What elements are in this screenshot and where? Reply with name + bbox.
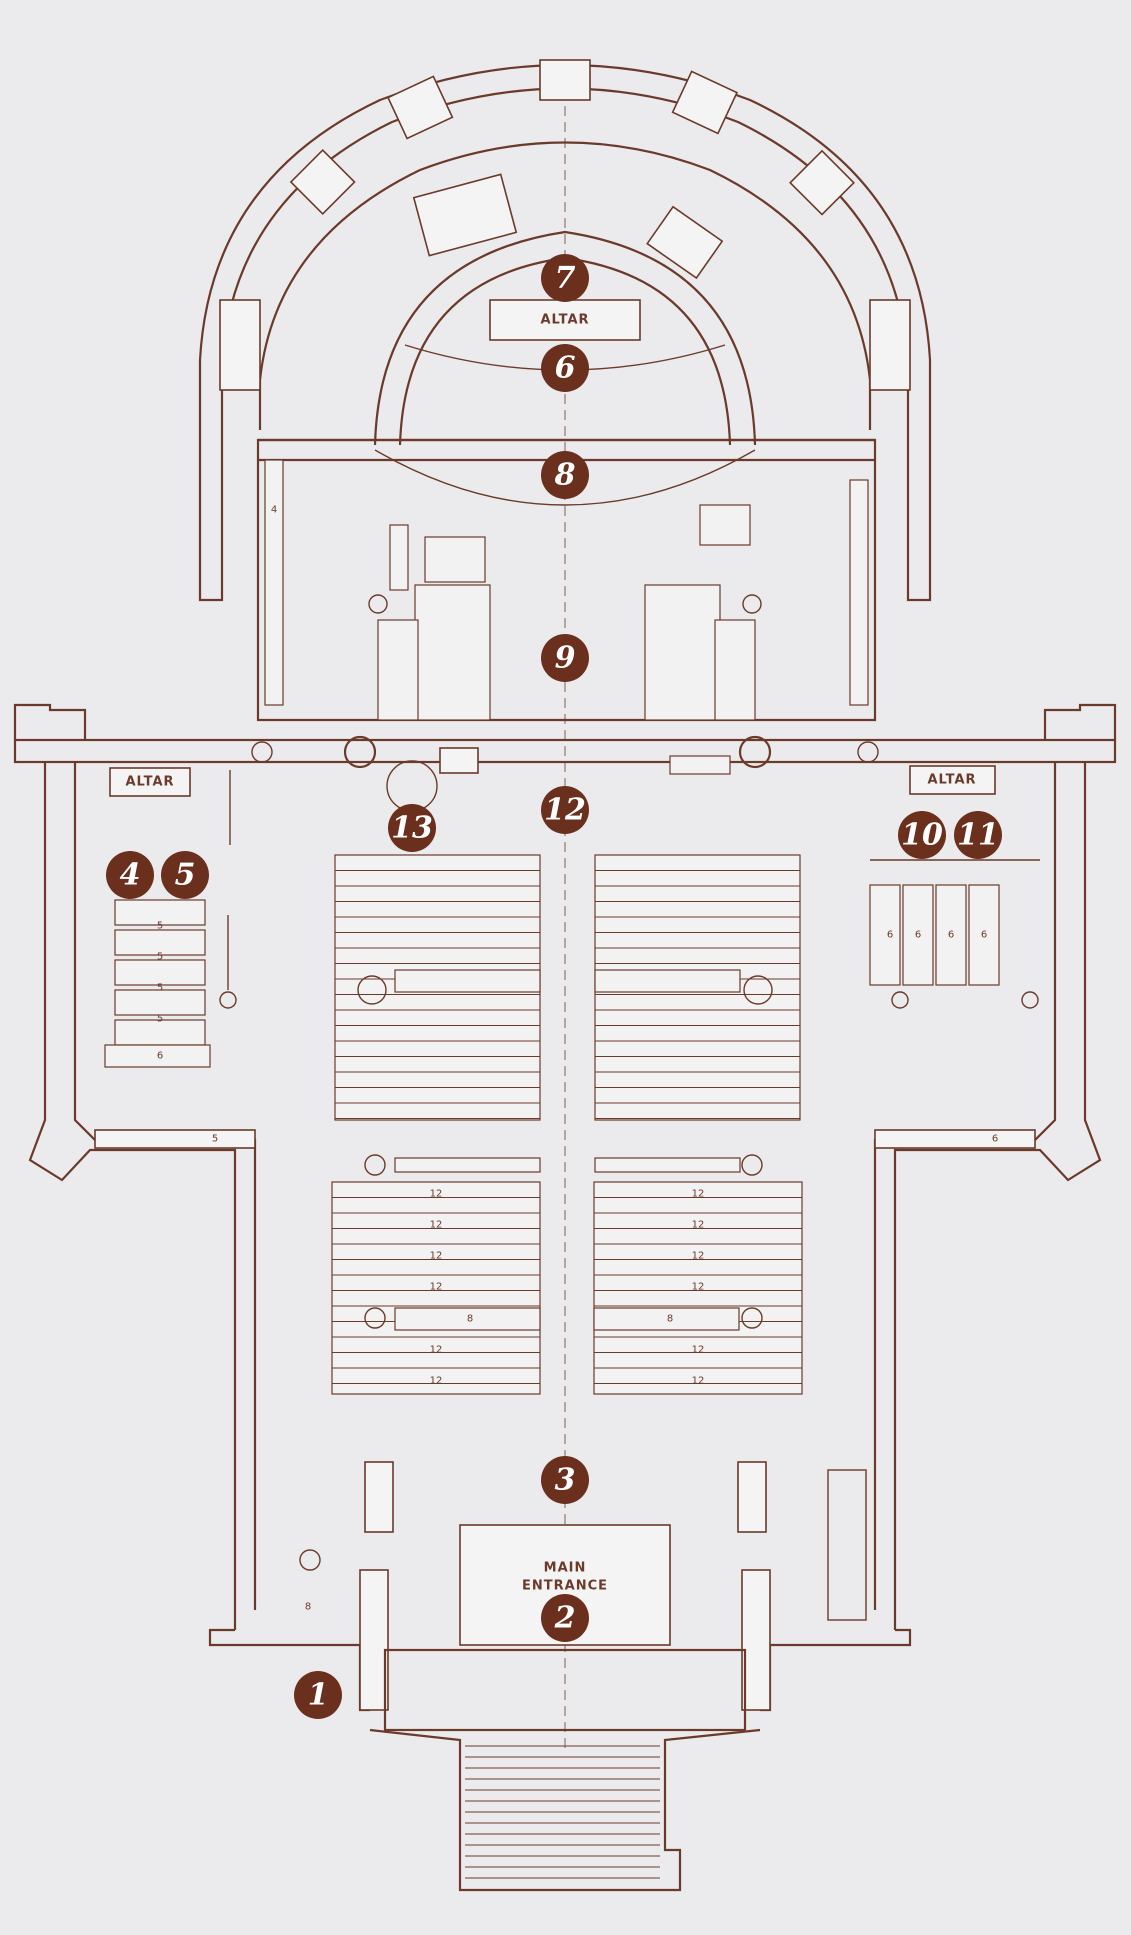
- marker-number: 3: [555, 1463, 576, 1498]
- marker-number: 6: [555, 351, 576, 386]
- marker-circle: [388, 804, 436, 852]
- marker-number: 9: [555, 641, 576, 676]
- svg-text:12: 12: [430, 1220, 443, 1231]
- marker-number: 4: [120, 858, 141, 893]
- main-entrance-label-line1: MAIN: [544, 1561, 587, 1576]
- marker-number: 5: [175, 858, 196, 893]
- marker-4: 4: [106, 851, 154, 899]
- marker-number: 7: [555, 261, 576, 296]
- main-entrance-label-line2: ENTRANCE: [522, 1579, 608, 1594]
- marker-number: 2: [554, 1601, 576, 1636]
- svg-text:12: 12: [430, 1282, 443, 1293]
- marker-8: 8: [541, 451, 589, 499]
- svg-text:12: 12: [692, 1376, 705, 1387]
- marker-circle: [541, 634, 589, 682]
- marker-10: 10: [898, 811, 946, 859]
- marker-5: 5: [161, 851, 209, 899]
- svg-text:12: 12: [692, 1345, 705, 1356]
- marker-circle: [541, 1594, 589, 1642]
- left-transept: 5 ALTAR: [13, 703, 257, 1630]
- svg-text:12: 12: [692, 1251, 705, 1262]
- svg-text:12: 12: [692, 1282, 705, 1293]
- svg-text:6: 6: [948, 930, 954, 941]
- marker-circle: [541, 254, 589, 302]
- right-transept-pews: 6 6 6 6: [869, 884, 1039, 1009]
- marker-13: 13: [388, 804, 436, 852]
- nave-lower-numbers: 12 12 12 12 8 12 12 12 12 12 12 8 12 12: [430, 1189, 705, 1387]
- svg-text:5: 5: [157, 952, 163, 963]
- marker-circle: [541, 451, 589, 499]
- right-altar-label: ALTAR: [927, 773, 976, 788]
- svg-text:12: 12: [430, 1189, 443, 1200]
- main-altar-label: ALTAR: [540, 313, 589, 328]
- left-altar-label: ALTAR: [125, 775, 174, 790]
- main-altar: ALTAR: [489, 299, 641, 341]
- marker-number: 1: [308, 1678, 329, 1713]
- right-transept: 6 ALTAR: [870, 703, 1117, 1630]
- svg-text:5: 5: [157, 1014, 163, 1025]
- marker-1: 1: [294, 1671, 342, 1719]
- svg-text:12: 12: [430, 1376, 443, 1387]
- svg-text:8: 8: [467, 1314, 473, 1325]
- marker-number: 10: [901, 818, 943, 853]
- marker-12: 12: [541, 786, 589, 834]
- marker-number: 12: [544, 793, 586, 828]
- svg-text:8: 8: [667, 1314, 673, 1325]
- svg-text:6: 6: [157, 1051, 163, 1062]
- marker-number: 13: [391, 811, 433, 846]
- svg-text:6: 6: [887, 930, 893, 941]
- svg-text:12: 12: [430, 1345, 443, 1356]
- marker-11: 11: [954, 811, 1002, 859]
- marker-9: 9: [541, 634, 589, 682]
- marker-circle: [541, 786, 589, 834]
- svg-text:6: 6: [992, 1134, 998, 1145]
- marker-circle: [541, 344, 589, 392]
- left-transept-pews: 5 5 5 5 6: [104, 899, 237, 1068]
- marker-circle: [161, 851, 209, 899]
- marker-3: 3: [541, 1456, 589, 1504]
- svg-text:5: 5: [157, 983, 163, 994]
- marker-circle: [541, 1456, 589, 1504]
- svg-text:12: 12: [692, 1189, 705, 1200]
- marker-circle: [898, 811, 946, 859]
- nave-walls: 8: [208, 1461, 912, 1712]
- svg-text:5: 5: [212, 1134, 218, 1145]
- main-entrance: MAIN ENTRANCE: [383, 1524, 747, 1732]
- svg-text:12: 12: [430, 1251, 443, 1262]
- svg-text:4: 4: [271, 505, 277, 516]
- apse-outer-wall: [198, 59, 932, 430]
- nave-pews-lower: [331, 1154, 803, 1395]
- svg-text:12: 12: [692, 1220, 705, 1231]
- marker-circle: [954, 811, 1002, 859]
- front-stairs: [369, 1728, 761, 1892]
- svg-text:6: 6: [981, 930, 987, 941]
- marker-circle: [106, 851, 154, 899]
- marker-number: 8: [554, 458, 576, 493]
- marker-7: 7: [541, 254, 589, 302]
- marker-2: 2: [541, 1594, 589, 1642]
- svg-text:5: 5: [157, 921, 163, 932]
- marker-number: 11: [957, 818, 999, 853]
- marker-circle: [294, 1671, 342, 1719]
- svg-text:8: 8: [305, 1602, 311, 1613]
- svg-text:6: 6: [915, 930, 921, 941]
- marker-6: 6: [541, 344, 589, 392]
- nave-pews-upper: [334, 854, 801, 1121]
- crossing: [13, 735, 1117, 812]
